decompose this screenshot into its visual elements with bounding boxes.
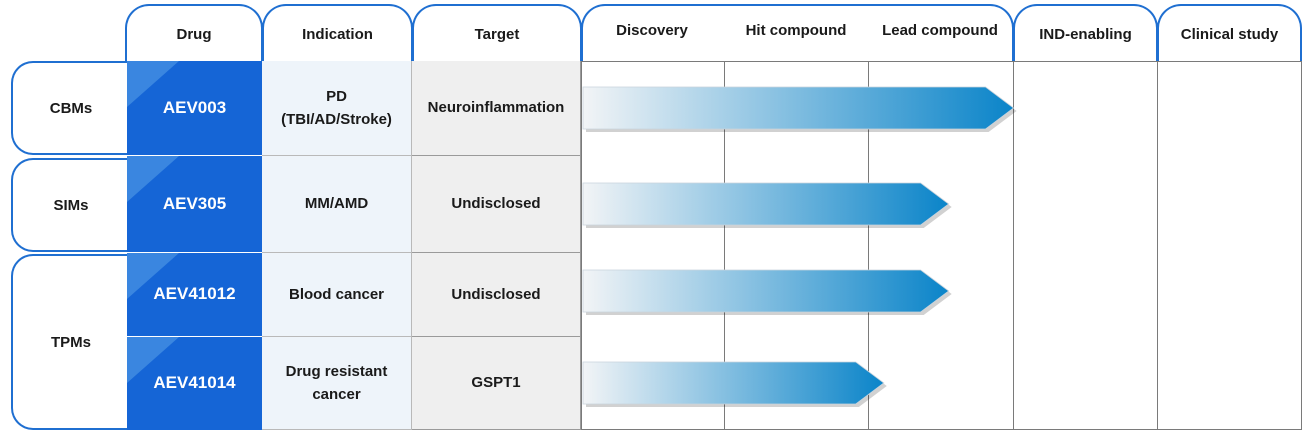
drug-cell-accent (127, 61, 179, 107)
header-clinical-study: Clinical study (1157, 4, 1302, 62)
header-stage-clinical-study: Clinical study (1180, 25, 1279, 43)
progress-arrow (582, 86, 1015, 130)
target-name: Undisclosed (451, 285, 541, 303)
category-sims: SIMs (11, 158, 129, 252)
grid-line (1301, 61, 1302, 430)
grid-line (581, 429, 1302, 430)
header-stage-lead-compound: Lead compound (882, 22, 998, 39)
target-name: GSPT1 (471, 374, 521, 392)
header-stage-discovery: Discovery (616, 22, 688, 39)
category-label: TPMs (50, 333, 91, 351)
header-ind-enabling: IND-enabling (1013, 4, 1158, 62)
drug-cell-accent (127, 253, 179, 299)
header-indication: Indication (262, 4, 413, 62)
grid-line (581, 61, 582, 430)
target-name: Undisclosed (451, 195, 541, 213)
indication-line: (TBI/AD/Stroke) (281, 111, 392, 128)
progress-arrow (582, 269, 950, 313)
grid-line (1013, 61, 1014, 430)
indication-cell: Blood cancer (262, 253, 412, 337)
grid-line (1157, 61, 1158, 430)
indication-cell: PD (TBI/AD/Stroke) (262, 61, 412, 156)
target-name: Neuroinflammation (427, 99, 565, 117)
header-drug: Drug (125, 4, 263, 62)
progress-arrow (582, 361, 885, 405)
indication-cell: Drug resistant cancer (262, 337, 412, 430)
drug-name: AEV41012 (153, 284, 236, 304)
drug-cell: AEV003 (127, 61, 262, 156)
drug-cell: AEV305 (127, 156, 262, 253)
drug-name: AEV41014 (153, 373, 236, 393)
indication-cell: MM/AMD (262, 156, 412, 253)
indication-line: cancer (312, 386, 361, 403)
grid-line (868, 61, 869, 430)
drug-cell: AEV41012 (127, 253, 262, 337)
header-stage-ind-enabling: IND-enabling (1039, 25, 1132, 43)
drug-name: AEV003 (162, 97, 227, 117)
drug-name: AEV305 (162, 193, 227, 213)
target-cell: GSPT1 (412, 337, 581, 430)
indication-line: PD (326, 87, 347, 105)
progress-arrow (582, 182, 950, 226)
category-tpms: TPMs (11, 254, 129, 430)
category-label: SIMs (53, 196, 89, 214)
indication-line: MM/AMD (304, 195, 369, 213)
header-stage-hit-compound: Hit compound (745, 22, 847, 39)
header-drug-label: Drug (176, 25, 212, 43)
indication-line: Blood cancer (288, 285, 385, 303)
category-cbms: CBMs (11, 61, 129, 155)
header-indication-label: Indication (302, 25, 373, 43)
target-cell: Undisclosed (412, 253, 581, 337)
category-label: CBMs (49, 99, 93, 117)
drug-cell-accent (127, 337, 179, 383)
grid-line (724, 61, 725, 430)
drug-cell-accent (127, 156, 179, 202)
drug-cell: AEV41014 (127, 337, 262, 430)
indication-line: Drug resistant (285, 362, 388, 380)
target-cell: Undisclosed (412, 156, 581, 253)
grid-line (581, 61, 1302, 62)
header-target: Target (412, 4, 582, 62)
target-cell: Neuroinflammation (412, 61, 581, 156)
header-stages-group (581, 4, 1014, 62)
header-target-label: Target (474, 25, 520, 43)
